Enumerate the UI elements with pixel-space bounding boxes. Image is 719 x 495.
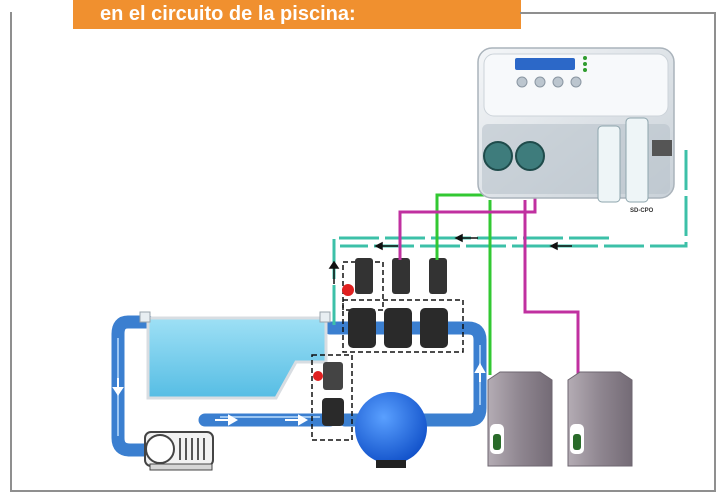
content-frame: [10, 12, 716, 492]
dosing-controller: [477, 47, 675, 203]
filter-injection-group: [311, 354, 353, 441]
flow-arrows: [112, 362, 486, 426]
frame-top-border: [520, 12, 716, 14]
line-flow-arrows: [328, 233, 572, 284]
sand-filter: [355, 392, 427, 468]
section-title: en el circuito de la piscina:: [73, 0, 521, 29]
probe-holder-group: [342, 258, 464, 353]
sample-water-lines: [332, 150, 688, 325]
pool-basin: [139, 311, 331, 400]
chemical-can-2: [567, 371, 633, 467]
peristaltic-pump-2: [515, 141, 545, 171]
controller-brand-label: SD-CPO: [630, 208, 654, 214]
chemical-can-1: [487, 371, 553, 467]
circulation-pump: [144, 431, 214, 471]
controller-display: [515, 58, 575, 70]
magenta-chemical-line: [398, 190, 580, 375]
peristaltic-pump-1: [483, 141, 513, 171]
